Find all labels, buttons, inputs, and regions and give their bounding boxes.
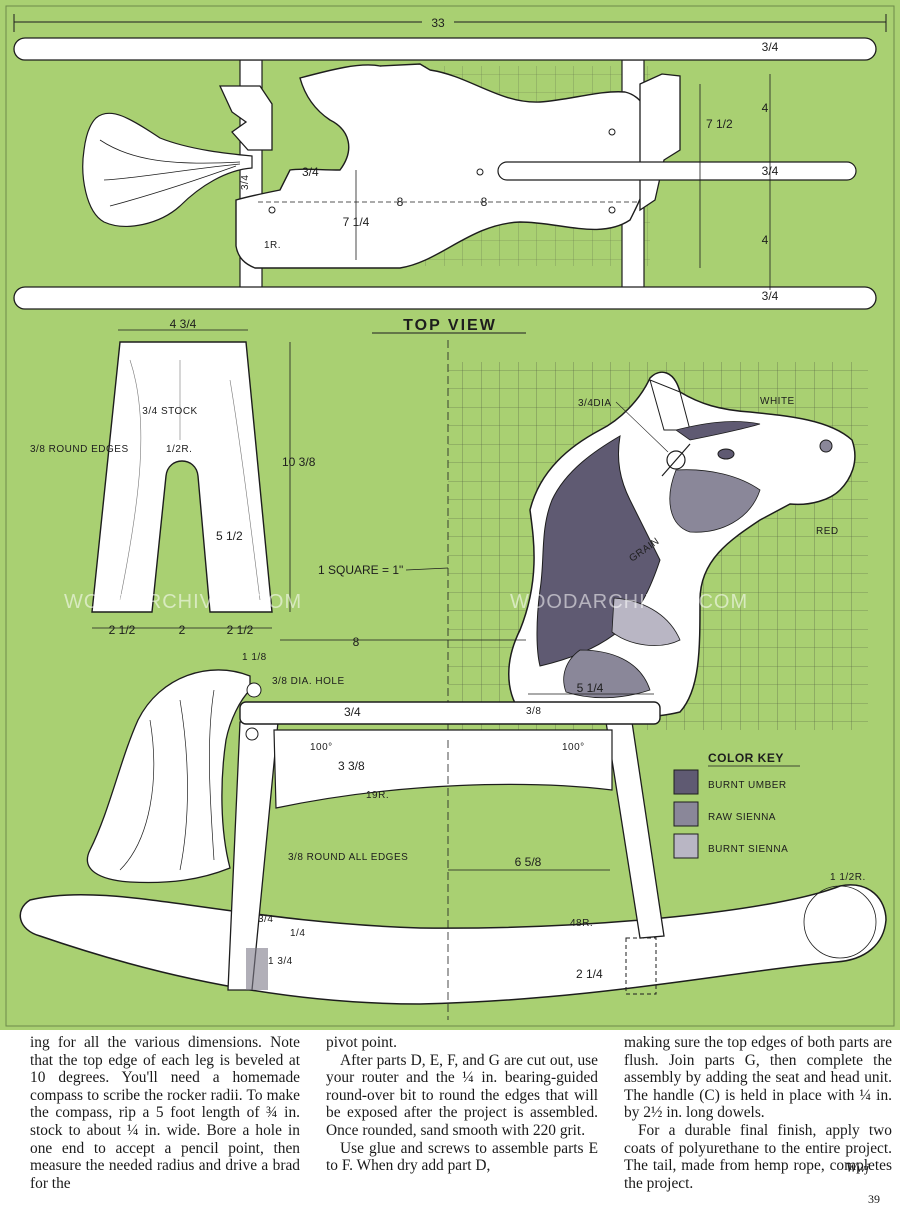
side-stretcher — [273, 729, 613, 809]
top-tail-block — [218, 85, 273, 151]
leg-part-drawing: 4 3/4 3/4 STOCK 3/8 ROUND EDGES 1/2R. 10… — [30, 317, 316, 637]
swatch-burnt-umber — [673, 769, 699, 795]
leg-bottom-mid-dim: 2 — [179, 623, 186, 637]
head-width-dim: 5 1/4 — [577, 681, 604, 695]
spacing-bottom-dim: 4 — [762, 233, 769, 247]
rocker-thick-dim: 3/4 — [258, 914, 273, 925]
leg-bottom-left-dim: 2 1/2 — [109, 623, 136, 637]
spacing-top-dim: 4 — [762, 101, 769, 115]
head-white-label: WHITE — [760, 396, 795, 407]
top-head-block — [639, 73, 681, 212]
side-view: 8 1 1/8 3/8 DIA. HOLE 3/4 3/8 100° 100° … — [19, 635, 887, 1020]
top-seat-body — [235, 63, 653, 269]
side-rocker — [19, 884, 887, 1005]
top-rail-dim: 3/4 — [762, 40, 779, 54]
column-3-paragraph-1: making sure the top edges of both parts … — [624, 1034, 892, 1122]
body-left-dim: 8 — [397, 195, 404, 209]
leg-bottom-right-dim: 2 1/2 — [227, 623, 254, 637]
head-dowel-label: 3/4DIA — [578, 398, 612, 409]
side-leg-right — [605, 721, 665, 939]
end-radius-label: 1 1/2R. — [830, 872, 866, 883]
leg-stock-label: 3/4 STOCK — [142, 406, 197, 417]
head-drawing: 3/4DIA WHITE RED GRAIN 1 SQUARE = 1" 5 1… — [318, 340, 868, 740]
overall-dimension: 33 — [13, 14, 887, 32]
top-tail-rope — [82, 112, 253, 227]
seat-dim: 3/4 — [344, 705, 361, 719]
color-key-title: COLOR KEY — [708, 751, 784, 765]
side-span-dim: 8 — [353, 635, 360, 649]
article-column-3: making sure the top edges of both parts … — [624, 1034, 892, 1192]
column-2-paragraph-2: After parts D, E, F, and G are cut out, … — [326, 1051, 598, 1139]
stretcher-depth-dim: 3 3/8 — [338, 759, 365, 773]
angle-left-label: 100° — [310, 742, 333, 753]
top-view: 3/4 3/4 3/4 7 1/2 4 4 3/4 3/4 8 8 7 1/4 … — [13, 37, 877, 334]
swatch-raw-sienna — [673, 801, 699, 827]
height-dim: 7 1/2 — [706, 117, 733, 131]
color-key-item-2: RAW SIENNA — [708, 812, 776, 823]
swatch-burnt-sienna — [673, 833, 699, 859]
side-seat — [239, 701, 661, 725]
head-red-label: RED — [816, 526, 839, 537]
tail-offset-dim: 1 1/8 — [242, 652, 267, 663]
top-rail-lower — [13, 286, 877, 310]
rocker-radius-label: 48R. — [570, 918, 593, 929]
drawing-border — [5, 5, 895, 1027]
leg-height-dim: 10 3/8 — [282, 455, 316, 469]
body-right-dim: 8 — [481, 195, 488, 209]
square-scale-label: 1 SQUARE = 1" — [318, 563, 403, 577]
hole-label: 3/8 DIA. HOLE — [272, 676, 345, 687]
tail-block-dim: 3/4 — [302, 165, 319, 179]
leg-round-edges-label: 3/8 ROUND EDGES — [30, 444, 129, 455]
leg-slot-height: 5 1/2 — [216, 529, 243, 543]
column-2-paragraph-3: Use glue and screws to assemble parts E … — [326, 1139, 598, 1175]
stretcher-radius-label: 19R. — [366, 790, 389, 801]
seat-right-dim: 3/8 — [526, 706, 541, 717]
overall-width-label: 33 — [431, 16, 445, 30]
round-all-edges-label: 3/8 ROUND ALL EDGES — [288, 852, 408, 863]
artist-signature: Wwj — [846, 1160, 870, 1175]
top-rail-upper — [13, 37, 877, 61]
watermark-right: WOODARCHIVIST.COM — [510, 591, 748, 613]
top-handle-dowel — [497, 161, 857, 181]
color-key-item-1: BURNT UMBER — [708, 780, 787, 791]
angle-right-label: 100° — [562, 742, 585, 753]
plan-svg: 33 3/4 3/4 3/4 7 1/2 — [5, 5, 895, 1027]
side-tail — [86, 669, 251, 884]
bottom-rail-dim: 3/4 — [762, 289, 779, 303]
leg-slot-radius: 1/2R. — [166, 444, 192, 455]
handle-dim: 3/4 — [762, 164, 779, 178]
leg-top-width: 4 3/4 — [170, 317, 197, 331]
small-b-dim: 1 3/4 — [268, 956, 293, 967]
small-a-dim: 1/4 — [290, 928, 305, 939]
column-1-paragraph: ing for all the various dimensions. Note… — [30, 1034, 300, 1192]
article-column-2: pivot point. After parts D, E, F, and G … — [326, 1034, 598, 1175]
watermark-left: WOODARCHIVIST.COM — [64, 591, 302, 613]
rocker-height-dim: 2 1/4 — [576, 967, 603, 981]
center-offset-dim: 6 5/8 — [515, 855, 542, 869]
color-key: COLOR KEY BURNT UMBER RAW SIENNA BURNT S… — [673, 751, 800, 859]
article-column-1: ing for all the various dimensions. Note… — [30, 1034, 300, 1192]
body-height-dim: 7 1/4 — [343, 215, 370, 229]
tail-small-dim: 3/4 — [240, 175, 251, 190]
column-3-paragraph-2: For a durable final finish, apply two co… — [624, 1121, 892, 1192]
leg-outline — [91, 341, 273, 613]
article-text: ing for all the various dimensions. Note… — [0, 1030, 900, 1203]
top-radius-label: 1R. — [264, 240, 281, 251]
plan-drawing: 33 3/4 3/4 3/4 7 1/2 — [0, 0, 900, 1030]
top-view-title: TOP VIEW — [403, 317, 497, 334]
page-number: 39 — [868, 1192, 880, 1206]
color-key-item-3: BURNT SIENNA — [708, 844, 788, 855]
column-2-paragraph-1: pivot point. — [326, 1034, 397, 1051]
